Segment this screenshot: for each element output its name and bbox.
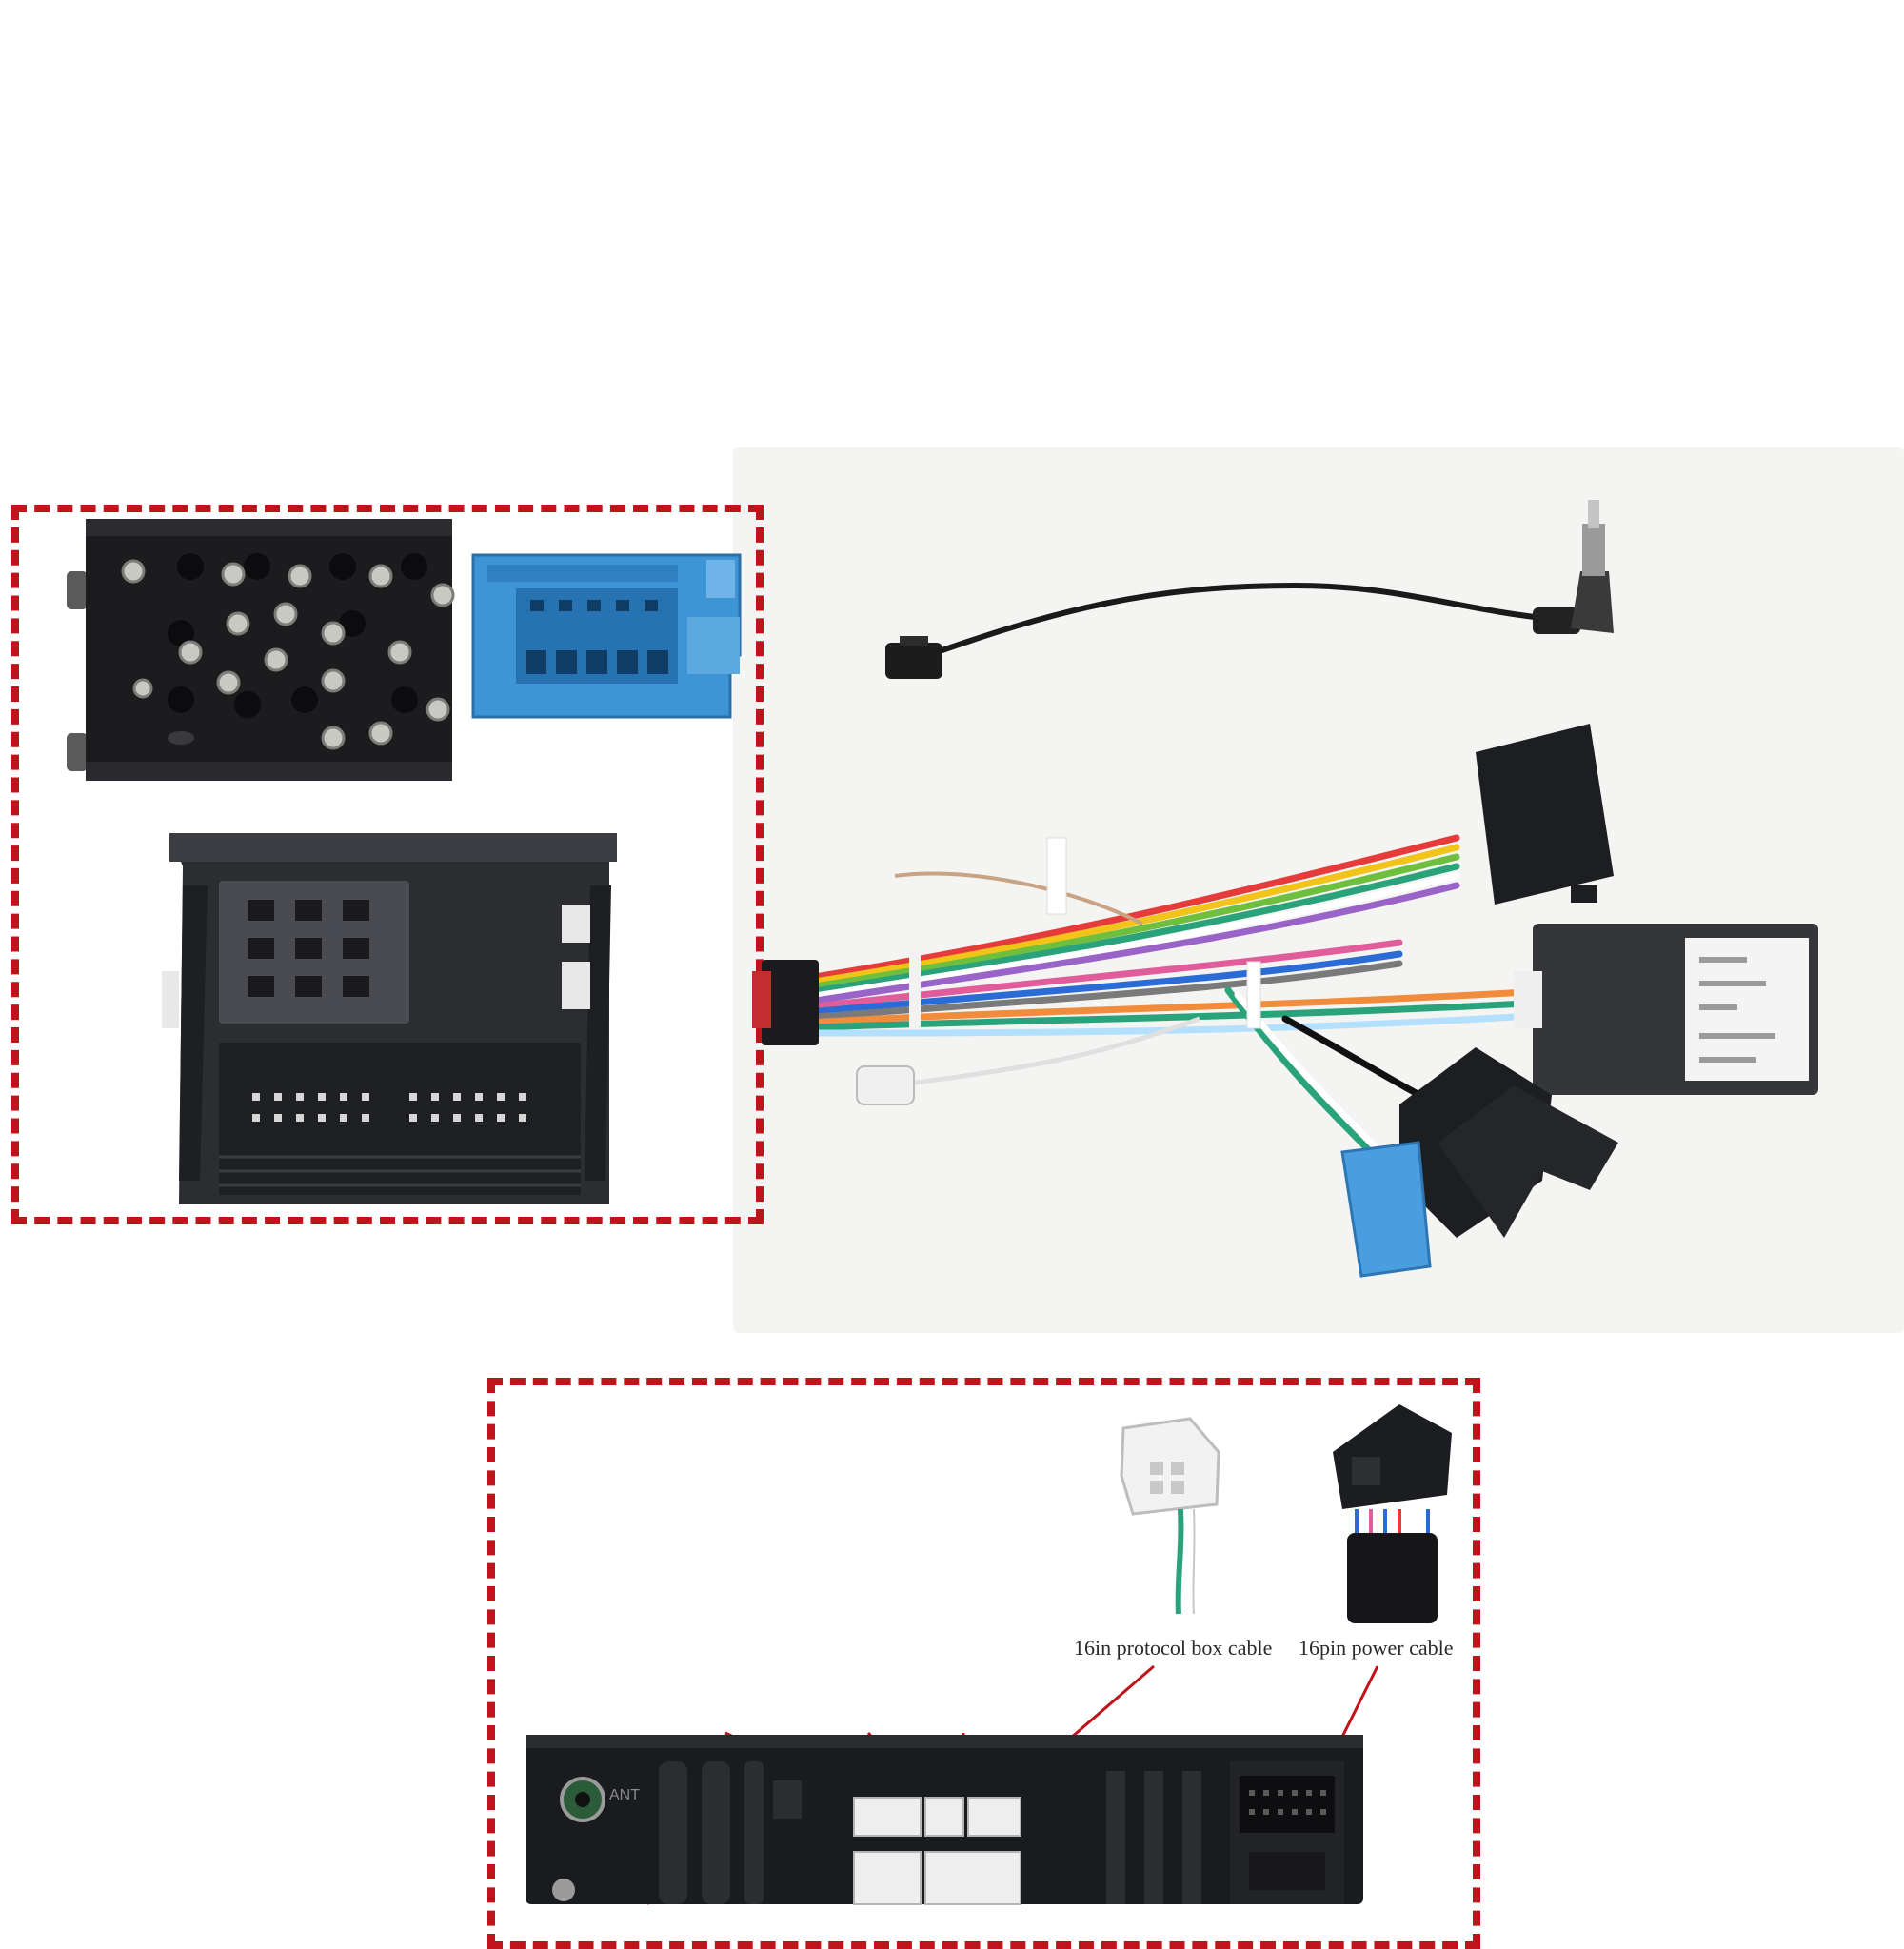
blue-plug-connector <box>471 553 742 719</box>
power-cable-label: 16pin power cable <box>1299 1636 1454 1660</box>
head-unit-rear-panel: ANT <box>526 1664 1379 1905</box>
protocol-box-connector <box>1120 1417 1220 1615</box>
protocol-box-cable-label: 16in protocol box cable <box>1074 1636 1273 1660</box>
connector-closeup-frame <box>11 505 764 1224</box>
quadlock-connector <box>162 833 617 1204</box>
main-wiring-harness <box>752 724 1818 1278</box>
antenna-adapter-cable <box>885 500 1614 679</box>
power-cable-connector <box>1333 1404 1452 1623</box>
round-pin-connector <box>67 519 455 781</box>
ant-label: ANT <box>609 1787 640 1803</box>
